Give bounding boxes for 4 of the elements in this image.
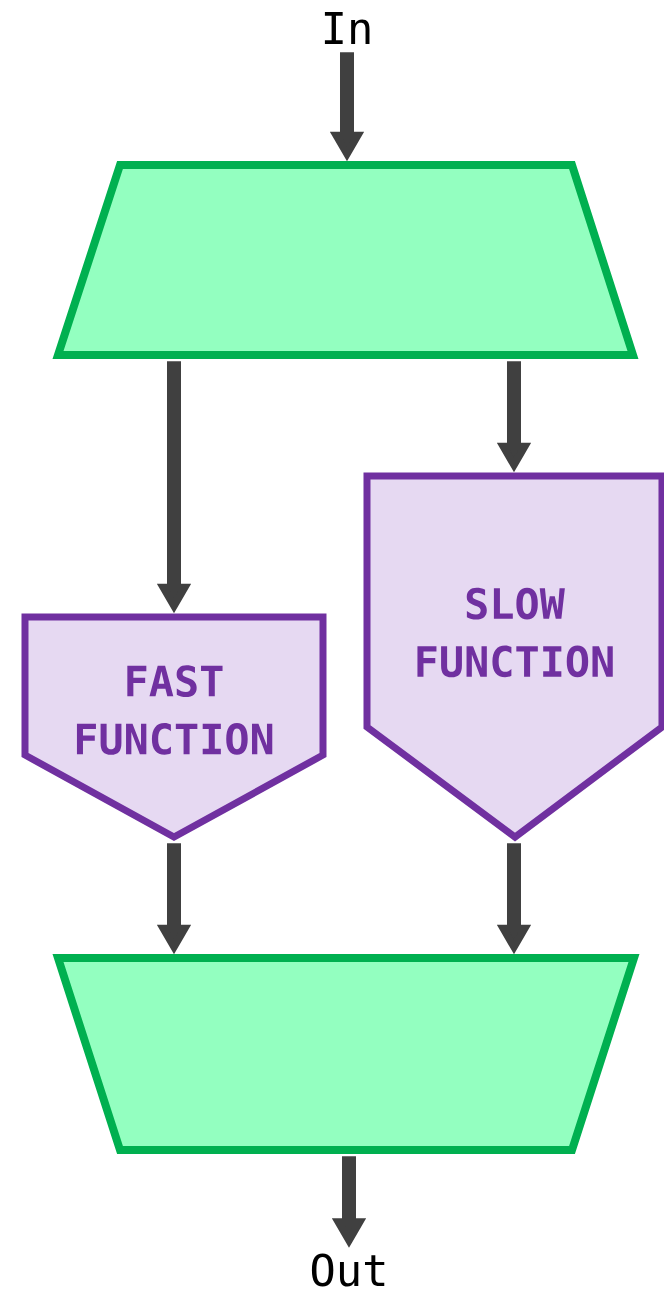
io-label: Out	[311, 1253, 385, 1287]
io-label: In	[324, 12, 370, 44]
pentagon-box: FAST FUNCTION	[21, 613, 327, 841]
pentagon-box: SLOW FUNCTION	[363, 472, 664, 842]
